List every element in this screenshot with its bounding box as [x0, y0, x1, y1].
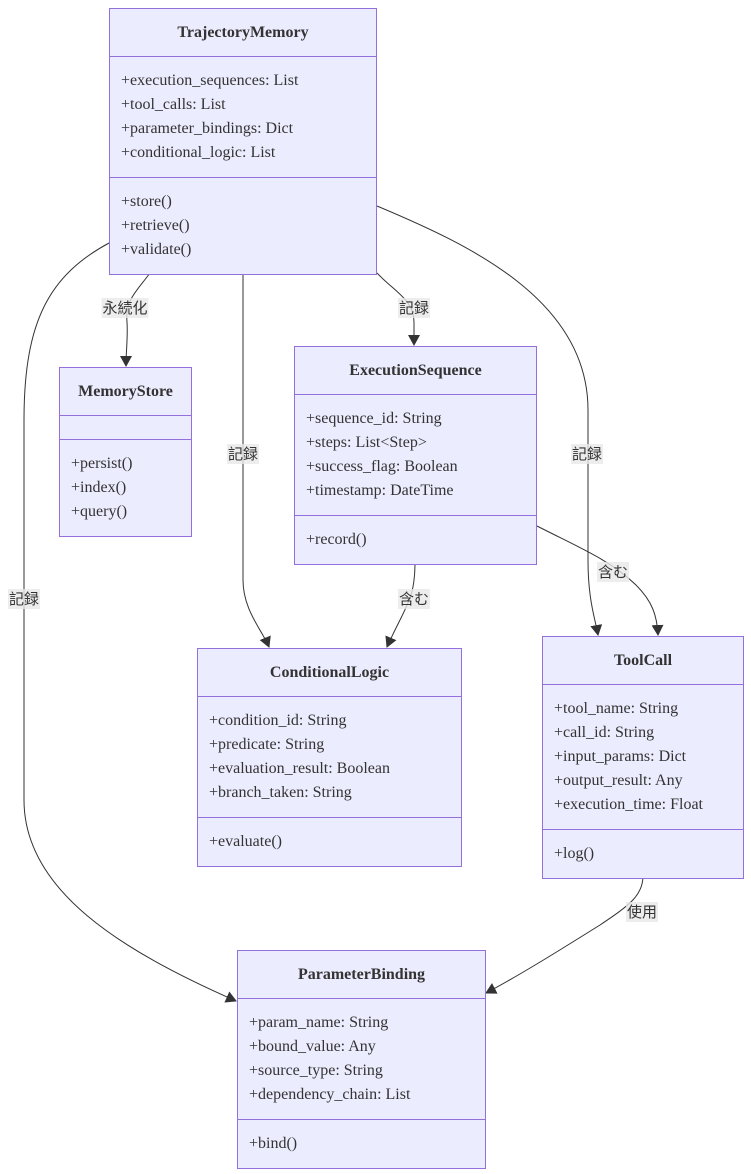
attribute: +branch_taken: String [209, 784, 352, 801]
method: +log() [554, 845, 595, 862]
class-methods: +log() [543, 830, 743, 878]
edge-label-record-sequence: 記録 [397, 298, 431, 318]
class-attributes [60, 416, 191, 440]
class-methods: +evaluate() [198, 818, 461, 866]
edge-executionsequence-conditionallogic [385, 561, 416, 648]
attribute: +evaluation_result: Boolean [209, 760, 390, 777]
attribute: +input_params: Dict [554, 748, 687, 765]
attribute: +condition_id: String [209, 712, 347, 729]
method: +query() [71, 503, 128, 520]
attribute: +call_id: String [554, 724, 655, 741]
method: +store() [121, 193, 172, 210]
attribute: +success_flag: Boolean [306, 458, 458, 475]
attribute: +steps: List<Step> [306, 434, 427, 451]
attribute: +output_result: Any [554, 772, 683, 789]
class-toolcall: ToolCall +tool_name: String +call_id: St… [542, 636, 744, 879]
edge-label-record-logic: 記録 [226, 444, 260, 464]
edge-label-contains-logic: 含む [397, 589, 431, 609]
attribute: +tool_name: String [554, 700, 679, 717]
class-attributes: +execution_sequences: List +tool_calls: … [110, 57, 376, 178]
edge-trajectorymemory-conditionallogic [242, 273, 271, 648]
attribute: +source_type: String [249, 1062, 383, 1079]
edge-trajectorymemory-toolcall [376, 205, 603, 636]
edge-trajectorymemory-parameterbinding [23, 242, 237, 1003]
class-name: ParameterBinding [238, 951, 485, 999]
class-attributes: +param_name: String +bound_value: Any +s… [238, 999, 485, 1120]
class-methods: +bind() [238, 1120, 485, 1168]
attribute: +bound_value: Any [249, 1038, 376, 1055]
class-name: ConditionalLogic [198, 649, 461, 697]
edge-label-uses: 使用 [625, 902, 659, 922]
attribute: +param_name: String [249, 1014, 389, 1031]
attribute: +sequence_id: String [306, 410, 442, 427]
class-executionsequence: ExecutionSequence +sequence_id: String +… [294, 346, 537, 565]
method: +validate() [121, 241, 192, 258]
attribute: +predicate: String [209, 736, 325, 753]
class-name: ExecutionSequence [295, 347, 536, 395]
edge-executionsequence-toolcall [536, 525, 664, 636]
class-name: MemoryStore [60, 368, 191, 416]
attribute: +timestamp: DateTime [306, 482, 454, 499]
attribute: +dependency_chain: List [249, 1086, 411, 1103]
class-parameterbinding: ParameterBinding +param_name: String +bo… [237, 950, 486, 1169]
method: +evaluate() [209, 833, 282, 850]
class-methods: +record() [295, 516, 536, 564]
method: +bind() [249, 1135, 298, 1152]
class-name: TrajectoryMemory [110, 9, 376, 57]
method: +retrieve() [121, 217, 190, 234]
class-conditionallogic: ConditionalLogic +condition_id: String +… [197, 648, 462, 867]
edge-label-contains-toolcall: 含む [596, 562, 630, 582]
class-trajectorymemory: TrajectoryMemory +execution_sequences: L… [109, 8, 377, 275]
edge-toolcall-parameterbinding [485, 875, 644, 994]
attribute: +tool_calls: List [121, 96, 226, 113]
method: +index() [71, 479, 127, 496]
method: +persist() [71, 455, 133, 472]
edge-trajectorymemory-memorystore [120, 272, 151, 367]
class-attributes: +sequence_id: String +steps: List<Step> … [295, 395, 536, 516]
edge-label-record-toolcall: 記録 [570, 444, 604, 464]
edge-label-record-binding: 記録 [7, 589, 41, 609]
attribute: +parameter_bindings: Dict [121, 120, 294, 137]
attribute: +execution_time: Float [554, 796, 703, 813]
class-memorystore: MemoryStore +persist() +index() +query() [59, 367, 192, 537]
class-methods: +store() +retrieve() +validate() [110, 178, 376, 274]
edge-label-persist: 永続化 [101, 298, 149, 318]
class-attributes: +condition_id: String +predicate: String… [198, 697, 461, 818]
class-name: ToolCall [543, 637, 743, 685]
class-methods: +persist() +index() +query() [60, 440, 191, 536]
attribute: +execution_sequences: List [121, 72, 299, 89]
method: +record() [306, 531, 367, 548]
class-attributes: +tool_name: String +call_id: String +inp… [543, 685, 743, 830]
attribute: +conditional_logic: List [121, 144, 276, 161]
